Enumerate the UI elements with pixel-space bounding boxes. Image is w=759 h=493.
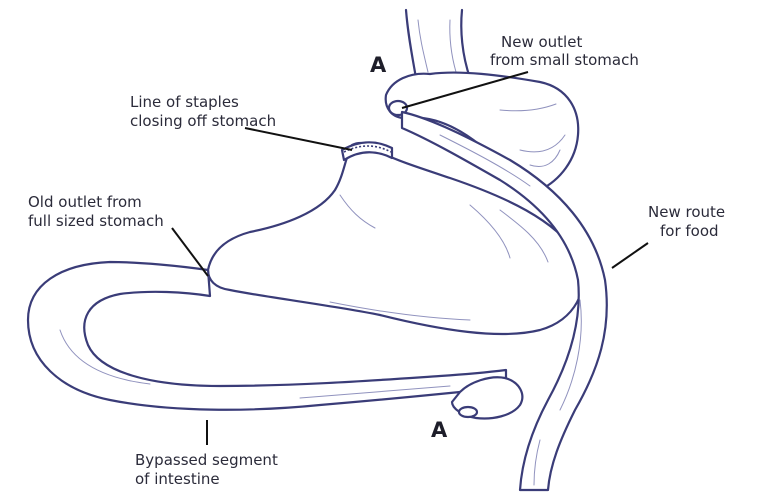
anastomosis-opening	[459, 407, 477, 417]
leader-staples	[245, 128, 352, 150]
marker-a-top: A	[370, 53, 387, 77]
leader-new-route	[612, 243, 648, 268]
esophagus	[406, 10, 470, 78]
label-old-outlet: Old outlet from full sized stomach	[28, 193, 164, 230]
label-bypassed: Bypassed segment of intestine	[135, 451, 283, 488]
label-new-outlet: New outlet from small stomach	[490, 33, 639, 69]
marker-a-bottom: A	[431, 418, 448, 442]
label-staples: Line of staples closing off stomach	[130, 93, 276, 130]
label-new-route: New route for food	[648, 203, 730, 240]
